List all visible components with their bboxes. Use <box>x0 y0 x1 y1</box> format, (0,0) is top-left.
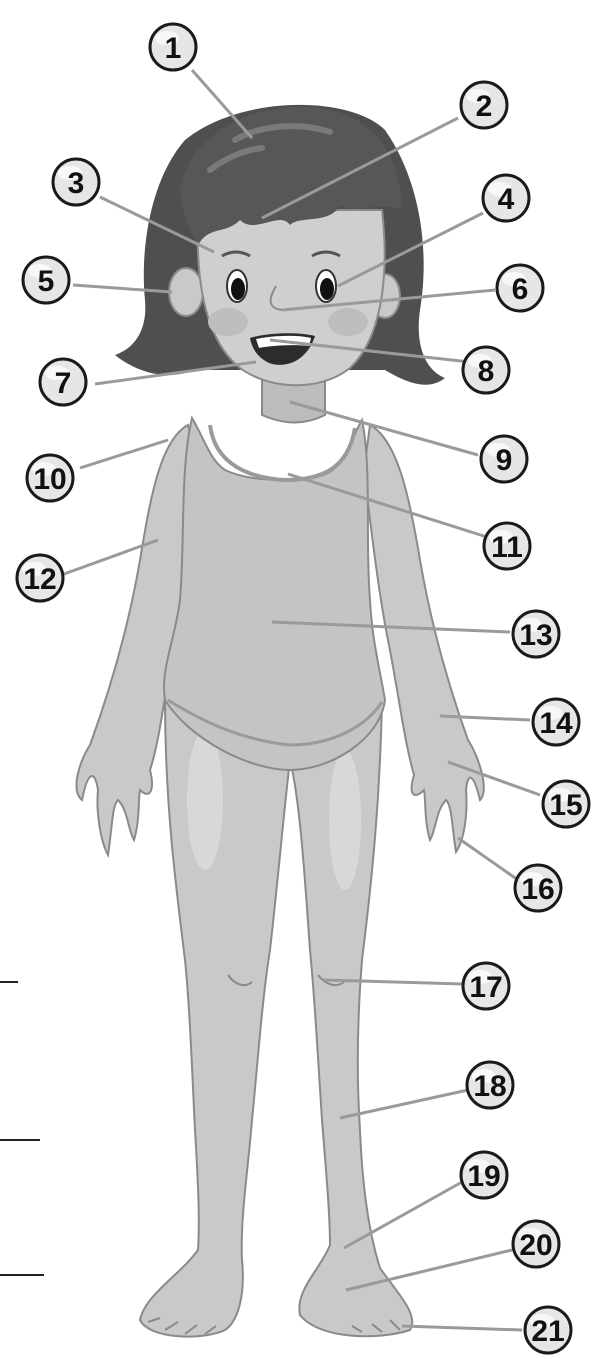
pointer-line-16 <box>458 838 518 880</box>
badge-number: 7 <box>55 367 72 400</box>
left-pupil <box>231 278 245 300</box>
number-badge: 4 <box>483 175 529 221</box>
number-badge: 12 <box>17 555 63 601</box>
badge-number: 16 <box>521 873 554 906</box>
answer-lines <box>0 982 44 1275</box>
badge-number: 5 <box>38 265 55 298</box>
badge-number: 15 <box>549 789 582 822</box>
number-badge: 2 <box>461 82 507 128</box>
badge-number: 12 <box>23 563 56 596</box>
right-pupil <box>320 278 334 300</box>
number-badge: 15 <box>543 781 589 827</box>
pointer-line-10 <box>80 440 168 468</box>
badge-number: 3 <box>68 167 85 200</box>
number-badge: 16 <box>515 865 561 911</box>
badge-number: 18 <box>473 1070 506 1103</box>
number-badge: 21 <box>525 1307 571 1353</box>
badge-number: 10 <box>33 463 66 496</box>
number-badge: 11 <box>484 523 530 569</box>
badge-number: 11 <box>491 531 523 564</box>
left-ear <box>169 268 203 316</box>
number-badge: 7 <box>40 359 86 405</box>
badge-number: 14 <box>539 707 573 740</box>
badge-number: 9 <box>496 444 513 477</box>
number-badge: 1 <box>150 24 196 70</box>
right-cheek <box>328 308 368 336</box>
badge-number: 17 <box>469 971 502 1004</box>
left-cheek <box>208 308 248 336</box>
number-badge: 13 <box>513 611 559 657</box>
number-badge: 14 <box>533 699 579 745</box>
right-arm <box>364 425 484 852</box>
right-leg-light <box>329 750 361 890</box>
number-badge: 6 <box>497 265 543 311</box>
badge-number: 6 <box>512 273 529 306</box>
number-badge: 9 <box>481 436 527 482</box>
number-badge: 5 <box>23 257 69 303</box>
number-badge: 3 <box>53 159 99 205</box>
badge-number: 4 <box>498 183 515 216</box>
badge-number: 20 <box>519 1229 552 1262</box>
number-badge: 17 <box>463 963 509 1009</box>
badge-number: 2 <box>476 90 493 123</box>
badge-number: 8 <box>478 355 495 388</box>
number-badge: 10 <box>27 455 73 501</box>
left-leg-light <box>187 730 223 870</box>
badge-number: 13 <box>519 619 552 652</box>
badge-number: 21 <box>531 1315 564 1348</box>
pointer-line-21 <box>402 1326 522 1330</box>
number-badge: 8 <box>463 347 509 393</box>
number-badge: 18 <box>467 1062 513 1108</box>
number-badge: 20 <box>513 1221 559 1267</box>
number-badge: 19 <box>461 1152 507 1198</box>
badge-number: 1 <box>165 32 182 65</box>
badge-number: 19 <box>467 1160 500 1193</box>
